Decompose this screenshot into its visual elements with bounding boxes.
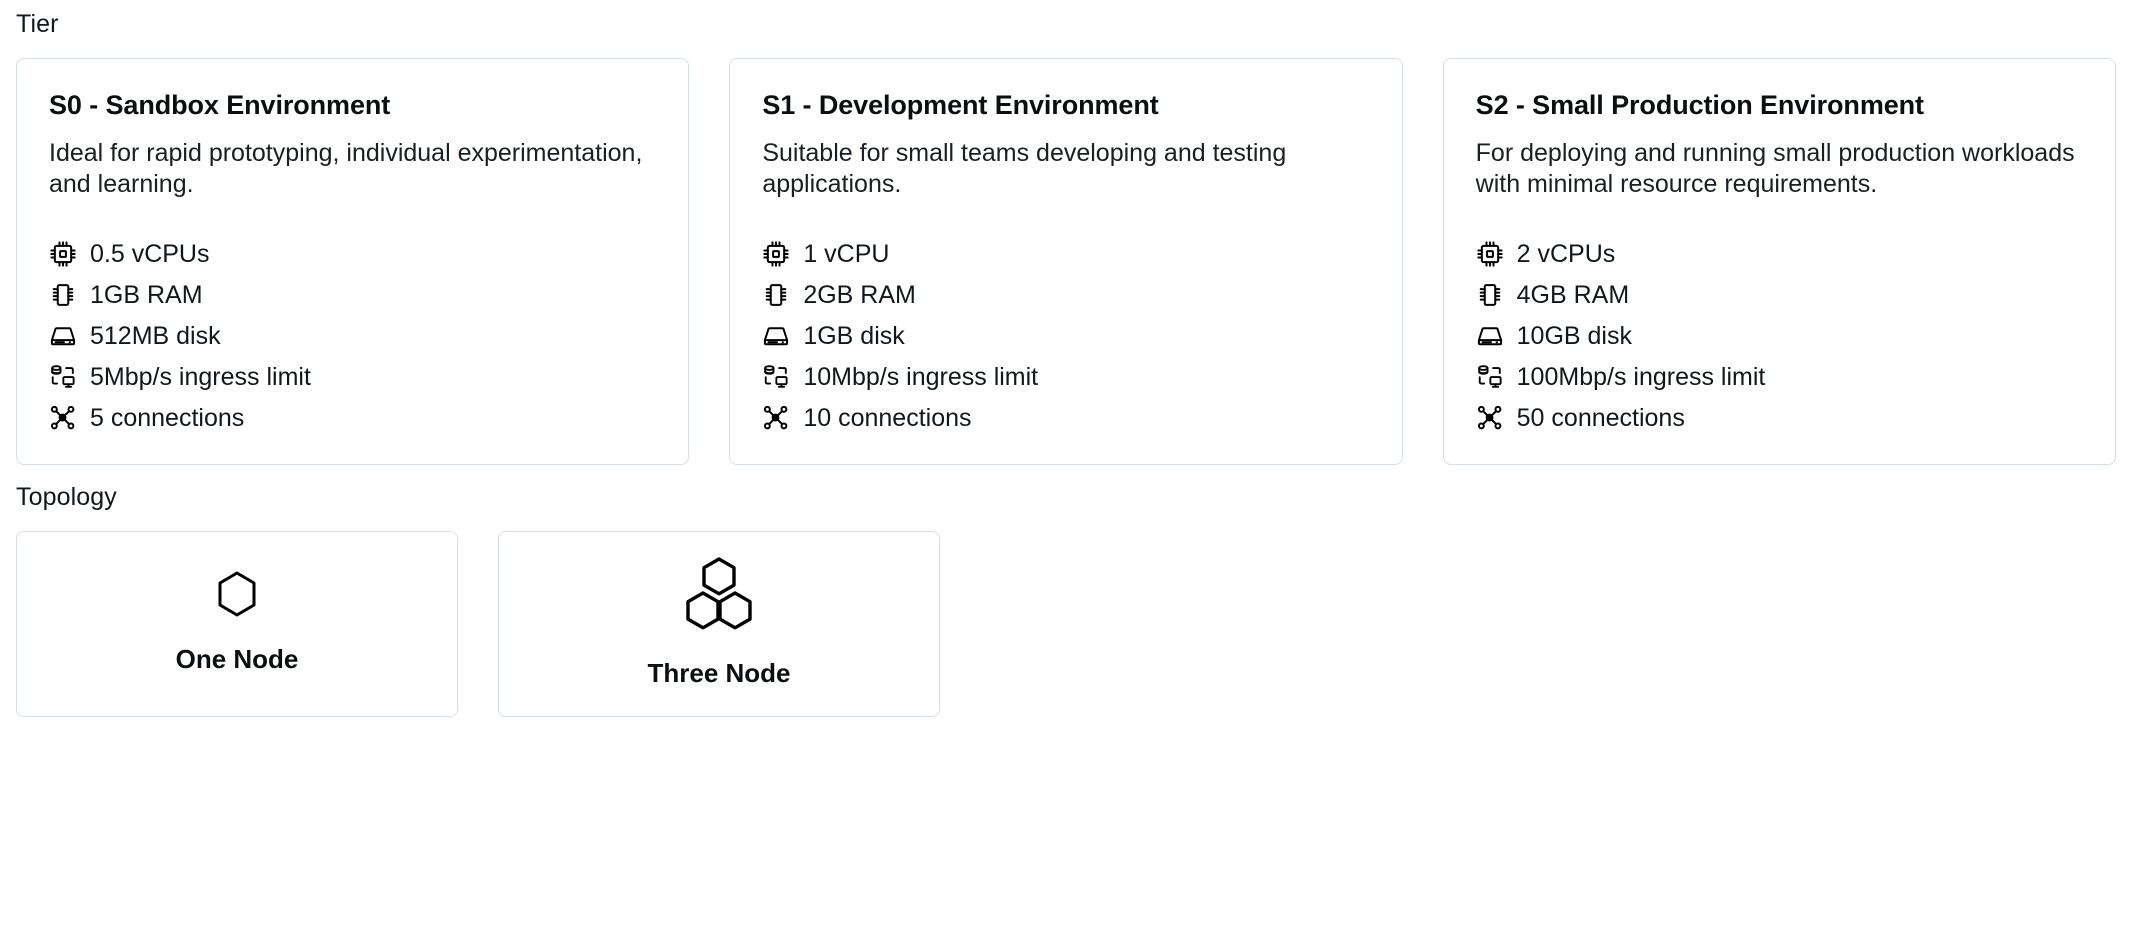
network-ingress-icon xyxy=(1476,363,1504,391)
memory-icon xyxy=(1476,281,1504,309)
topology-option-three-node[interactable]: Three Node xyxy=(498,531,940,717)
spec-value: 100Mbp/s ingress limit xyxy=(1516,362,1766,391)
spec-row-connections: 50 connections xyxy=(1476,397,2083,438)
tier-spec-list: 2 vCPUs 4GB RAM xyxy=(1476,207,2083,438)
tier-card-description: Ideal for rapid prototyping, individual … xyxy=(49,139,643,198)
spec-value: 10 connections xyxy=(803,403,972,432)
memory-icon xyxy=(49,281,77,309)
spec-row-ingress: 5Mbp/s ingress limit xyxy=(49,356,656,397)
spec-row-connections: 5 connections xyxy=(49,397,656,438)
network-ingress-icon xyxy=(762,363,790,391)
cpu-icon xyxy=(1476,240,1504,268)
tier-card-s2[interactable]: S2 - Small Production Environment For de… xyxy=(1442,58,2116,465)
connections-icon xyxy=(1476,404,1504,432)
spec-row-memory: 1GB RAM xyxy=(49,274,656,315)
spec-value: 2 vCPUs xyxy=(1516,239,1616,268)
spec-row-cpu: 2 vCPUs xyxy=(1476,233,2083,274)
spec-row-memory: 2GB RAM xyxy=(762,274,1369,315)
tier-card-s1[interactable]: S1 - Development Environment Suitable fo… xyxy=(729,58,1403,465)
tier-spec-list: 1 vCPU 2GB RAM xyxy=(762,207,1369,438)
tier-card-title: S1 - Development Environment xyxy=(762,90,1159,120)
disk-icon xyxy=(1476,322,1504,350)
spec-value: 0.5 vCPUs xyxy=(90,239,210,268)
connections-icon xyxy=(762,404,790,432)
topology-option-one-node[interactable]: One Node xyxy=(16,531,458,717)
spec-value: 4GB RAM xyxy=(1516,280,1630,309)
spec-value: 5Mbp/s ingress limit xyxy=(90,362,311,391)
spec-value: 50 connections xyxy=(1516,403,1685,432)
spec-row-disk: 512MB disk xyxy=(49,315,656,356)
spec-row-connections: 10 connections xyxy=(762,397,1369,438)
spec-row-ingress: 10Mbp/s ingress limit xyxy=(762,356,1369,397)
triple-hexagon-icon xyxy=(682,556,756,632)
spec-value: 5 connections xyxy=(90,403,245,432)
topology-option-label: One Node xyxy=(175,644,299,674)
spec-value: 2GB RAM xyxy=(803,280,916,309)
spec-row-memory: 4GB RAM xyxy=(1476,274,2083,315)
spec-row-cpu: 0.5 vCPUs xyxy=(49,233,656,274)
spec-value: 512MB disk xyxy=(90,321,221,350)
network-ingress-icon xyxy=(49,363,77,391)
spec-row-disk: 10GB disk xyxy=(1476,315,2083,356)
tier-card-description: Suitable for small teams developing and … xyxy=(762,139,1287,198)
topology-section-label: Topology xyxy=(16,483,117,511)
tier-card-s0[interactable]: S0 - Sandbox Environment Ideal for rapid… xyxy=(16,58,690,465)
spec-row-cpu: 1 vCPU xyxy=(762,233,1369,274)
topology-option-label: Three Node xyxy=(647,658,791,688)
disk-icon xyxy=(49,322,77,350)
tier-card-title: S0 - Sandbox Environment xyxy=(49,90,391,120)
tier-section-label: Tier xyxy=(16,10,59,38)
tier-card-description: For deploying and running small producti… xyxy=(1475,139,2075,198)
spec-value: 1 vCPU xyxy=(803,239,890,268)
cpu-icon xyxy=(762,240,790,268)
disk-icon xyxy=(762,322,790,350)
spec-value: 1GB disk xyxy=(803,321,905,350)
spec-row-disk: 1GB disk xyxy=(762,315,1369,356)
spec-value: 10Mbp/s ingress limit xyxy=(803,362,1039,391)
single-hexagon-icon xyxy=(216,570,258,618)
topology-options: One Node Three Node xyxy=(16,531,2116,717)
spec-value: 1GB RAM xyxy=(90,280,203,309)
spec-value: 10GB disk xyxy=(1516,321,1632,350)
connections-icon xyxy=(49,404,77,432)
spec-row-ingress: 100Mbp/s ingress limit xyxy=(1476,356,2083,397)
cpu-icon xyxy=(49,240,77,268)
memory-icon xyxy=(762,281,790,309)
tier-card-grid: S0 - Sandbox Environment Ideal for rapid… xyxy=(16,58,2116,465)
tier-card-title: S2 - Small Production Environment xyxy=(1475,90,1924,120)
tier-spec-list: 0.5 vCPUs 1GB RAM xyxy=(49,207,656,438)
